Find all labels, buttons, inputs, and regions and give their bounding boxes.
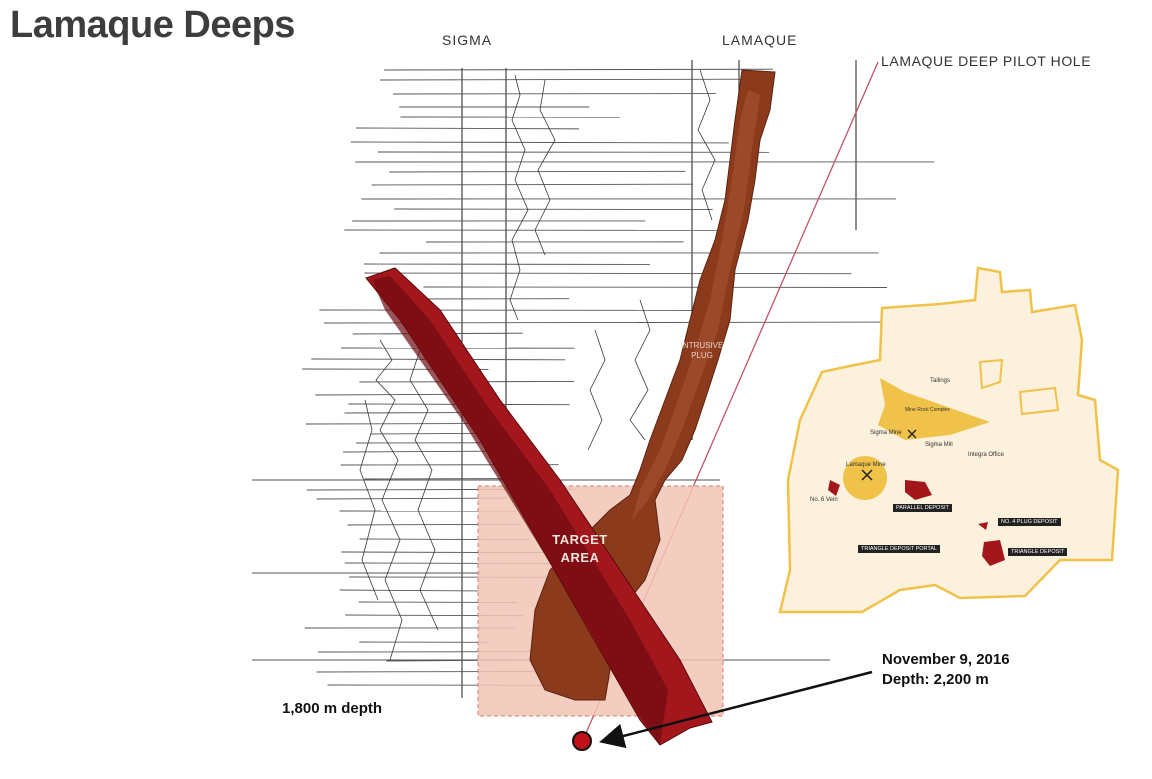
map-triangle-deposit: TRIANGLE DEPOSIT [1008, 548, 1068, 556]
mine-level-line [384, 68, 774, 71]
target-label-line1: TARGET [552, 532, 608, 547]
workings-lamaque [587, 69, 716, 451]
callout-depth: Depth: 2,200 m [882, 671, 989, 688]
map-integra-office: Integra Office [968, 452, 1004, 458]
map-no6-vein: No. 6 Vein [810, 497, 838, 503]
mine-level-line [316, 497, 507, 500]
sigma-label: SIGMA [442, 32, 493, 48]
mine-level-line [371, 183, 694, 186]
callout-text: November 9, 2016 Depth: 2,200 m [882, 650, 1010, 690]
map-parallel-deposit: PARALLEL DEPOSIT [893, 504, 952, 512]
target-area-label: TARGET AREA [540, 531, 620, 567]
depth-1800-label: 1,800 m depth [282, 700, 383, 717]
drill-hole-marker [572, 731, 592, 751]
plug-label-line2: PLUG [691, 351, 713, 360]
pilot-hole-label: LAMAQUE DEEP PILOT HOLE [881, 53, 1092, 69]
map-lamaque-mine: Lamaque Mine [846, 462, 886, 468]
intrusive-plug-label: INTRUSIVE PLUG [672, 341, 732, 361]
property-outline [778, 266, 1120, 614]
target-label-line2: AREA [560, 550, 600, 565]
lamaque-label: LAMAQUE [722, 32, 798, 48]
plug-label-line1: INTRUSIVE [680, 341, 724, 350]
map-mine-rock: Mine Rock Complex [905, 407, 950, 413]
callout-date: November 9, 2016 [882, 651, 1010, 668]
map-sigma-mine: Sigma Mine [870, 430, 902, 436]
map-triangle-portal: TRIANGLE DEPOSIT PORTAL [858, 545, 941, 553]
mine-level-line [339, 589, 480, 592]
mine-level-line [389, 170, 686, 173]
map-plug4-deposit: NO. 4 PLUG DEPOSIT [998, 518, 1061, 526]
map-sigma-mill: Sigma Mill [925, 442, 953, 448]
tailings-area [878, 378, 990, 440]
mine-level-line [364, 272, 852, 275]
page-title: Lamaque Deeps [10, 4, 295, 46]
mine-levels [252, 68, 935, 686]
mine-level-line [379, 78, 753, 81]
mine-level-line [371, 432, 487, 435]
map-tailings: Tailings [930, 378, 951, 384]
inset-map [778, 266, 1120, 614]
mine-level-line [355, 127, 580, 130]
mine-level-line [350, 141, 729, 144]
callout-arrow [599, 670, 873, 749]
workings-sigma [359, 74, 556, 661]
mine-level-line [394, 208, 713, 210]
